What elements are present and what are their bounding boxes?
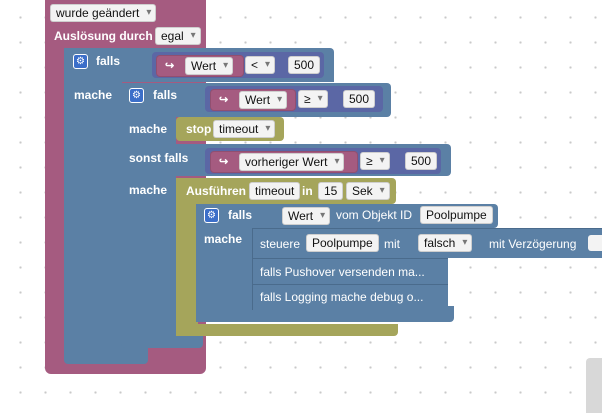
inner-if-gear-icon[interactable]: ⚙ — [129, 88, 144, 103]
deep-if-object-label: vom Objekt ID — [336, 208, 413, 222]
inner-var1-block[interactable]: ↪ Wert — [210, 89, 296, 111]
outer-var-arrow-icon: ↪ — [165, 60, 175, 72]
stop-label: stop — [186, 122, 212, 136]
timeout-delay-field[interactable]: 15 — [318, 182, 344, 200]
deep-if-spine — [196, 204, 252, 322]
pushover-note-block[interactable] — [252, 258, 448, 284]
deep-if-bottom — [196, 306, 454, 322]
inner-if-spine — [121, 83, 176, 348]
ausloesung-dropdown[interactable]: egal — [155, 27, 201, 45]
logging-note-label: falls Logging mache debug o... — [260, 290, 424, 304]
inner-if-mache2-label: mache — [129, 183, 168, 197]
timeout-in-label: in — [302, 184, 313, 198]
inner-op1-dropdown[interactable]: ≥ — [298, 90, 328, 108]
outer-if-gear-icon[interactable]: ⚙ — [73, 54, 88, 69]
timeout-bottom — [176, 324, 398, 336]
inner-if-sonst-falls-label: sonst falls — [129, 151, 189, 165]
inner-var1-arrow-icon: ↪ — [219, 94, 229, 106]
deep-if-gear-icon[interactable]: ⚙ — [204, 208, 219, 223]
timeout-spine — [176, 178, 198, 336]
control-delay-checkbox[interactable] — [588, 235, 602, 251]
control-with-label: mit — [384, 237, 400, 251]
timeout-label: Ausführen — [186, 184, 246, 198]
inner-if-bottom — [121, 334, 203, 348]
inner-if-falls-label: falls — [153, 88, 178, 102]
timeout-name-field[interactable]: timeout — [249, 182, 301, 200]
outer-value-field[interactable]: 500 — [288, 56, 321, 74]
outer-var-block[interactable]: ↪ Wert — [156, 55, 244, 77]
outer-op-dropdown[interactable]: < — [245, 56, 276, 74]
control-delay-label: mit Verzögerung — [489, 237, 577, 251]
control-target-field[interactable]: Poolpumpe — [306, 234, 379, 252]
control-value-dropdown[interactable]: falsch — [418, 234, 473, 252]
inner-value1-block[interactable]: 500 — [339, 88, 379, 110]
deep-if-mache-label: mache — [204, 232, 243, 246]
deep-if-falls-label: falls — [228, 208, 253, 222]
inner-var2-block[interactable]: ↪ vorheriger Wert — [210, 151, 358, 173]
ausloesung-label: Auslösung durch — [54, 29, 153, 43]
inner-var1-dropdown[interactable]: Wert — [239, 91, 288, 109]
outer-if-spine — [64, 48, 122, 350]
timeout-unit-dropdown[interactable]: Sek — [346, 182, 390, 200]
outer-if-falls-label: falls — [96, 54, 121, 68]
inner-value1-field[interactable]: 500 — [343, 90, 376, 108]
trash-icon[interactable] — [586, 358, 602, 413]
outer-value-block[interactable]: 500 — [284, 54, 322, 76]
logging-note-block[interactable] — [252, 284, 448, 310]
stop-dropdown[interactable]: timeout — [213, 120, 276, 138]
inner-var2-dropdown[interactable]: vorheriger Wert — [239, 153, 345, 171]
pushover-note-label: falls Pushover versenden ma... — [260, 265, 425, 279]
outer-if-mache-label: mache — [74, 88, 113, 102]
inner-value2-block[interactable]: 500 — [401, 150, 439, 172]
control-label: steuere — [260, 237, 301, 251]
inner-value2-field[interactable]: 500 — [405, 152, 438, 170]
outer-var-dropdown[interactable]: Wert — [185, 57, 234, 75]
inner-op2-dropdown[interactable]: ≥ — [360, 152, 390, 170]
inner-var2-arrow-icon: ↪ — [219, 156, 229, 168]
inner-if-mache-label: mache — [129, 122, 168, 136]
event-dropdown[interactable]: wurde geändert — [50, 4, 157, 22]
deep-if-object-field[interactable]: Poolpumpe — [420, 206, 493, 224]
deep-if-state-dropdown[interactable]: Wert — [282, 207, 331, 225]
